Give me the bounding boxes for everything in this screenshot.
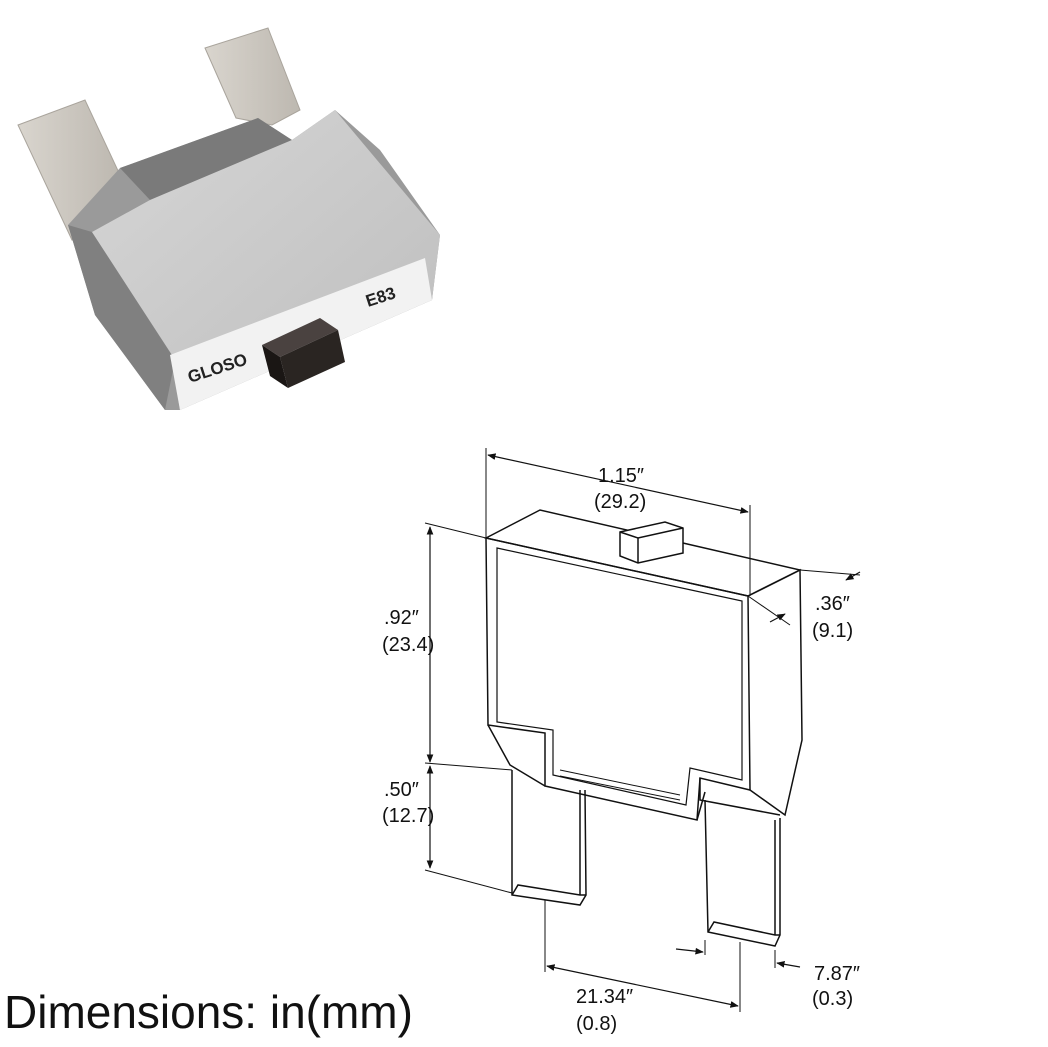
terminal-spacing-inch: 21.34″ [576, 986, 633, 1008]
photo-reset-button [262, 318, 345, 388]
breaker-photo: GLOSO E83 [17, 27, 440, 410]
depth-inch: .36″ [815, 593, 850, 615]
width-inch: 1.15″ [598, 465, 644, 487]
terminal-thickness-inch: 7.87″ [814, 963, 860, 985]
photo-right-terminal [204, 27, 301, 126]
photo-label-face [92, 110, 440, 410]
depth-mm: (9.1) [812, 620, 853, 642]
dimensions-caption: Dimensions: in(mm) [4, 986, 413, 1038]
dimension-terminal-spacing: 21.34″ (0.8) [544, 900, 741, 1035]
terminal-thickness-mm: (0.3) [812, 988, 853, 1010]
drawing-right-terminal [704, 799, 781, 947]
breaker-outline-drawing [483, 509, 803, 947]
body-height-inch: .92″ [384, 607, 419, 629]
terminal-spacing-mm: (0.8) [576, 1013, 617, 1035]
width-mm: (29.2) [594, 491, 646, 513]
dimension-terminal-thickness: 7.87″ (0.3) [675, 940, 860, 1010]
terminal-length-inch: .50″ [384, 779, 419, 801]
dimension-depth: .36″ (9.1) [747, 569, 861, 642]
drawing-left-terminal [511, 770, 587, 906]
body-height-mm: (23.4) [382, 634, 434, 656]
dimension-width: 1.15″ (29.2) [485, 448, 751, 596]
terminal-length-mm: (12.7) [382, 805, 434, 827]
dimension-terminal-length: .50″ (12.7) [382, 765, 513, 894]
dimension-body-height: .92″ (23.4) [382, 522, 513, 771]
